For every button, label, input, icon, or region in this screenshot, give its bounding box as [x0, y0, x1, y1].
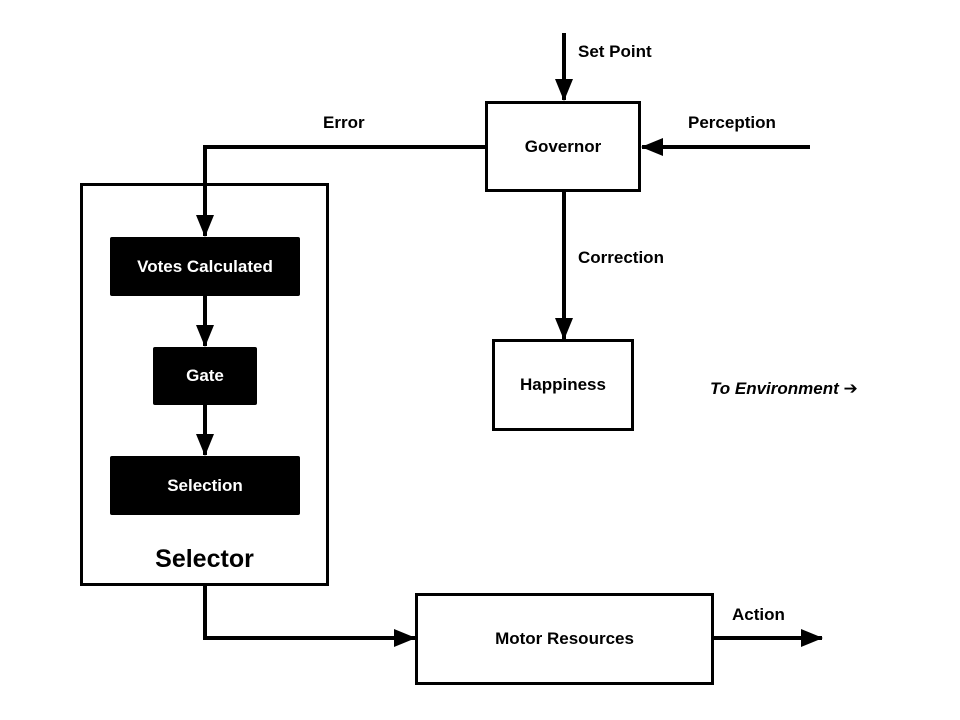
- happiness-label: Happiness: [520, 375, 606, 394]
- error-label: Error: [323, 113, 365, 132]
- gate-block: Gate: [153, 347, 257, 405]
- selector-frame: [80, 183, 329, 586]
- happiness-block: Happiness: [492, 339, 634, 431]
- votes-calculated-label: Votes Calculated: [137, 256, 273, 276]
- error-arrow: [196, 145, 486, 237]
- selector-title: Selector: [155, 545, 254, 573]
- selection-block: Selection: [110, 456, 300, 515]
- perception-label: Perception: [688, 113, 776, 132]
- to-environment-label: To Environment ➔: [710, 379, 858, 398]
- correction-label: Correction: [578, 248, 664, 267]
- motor-resources-block: Motor Resources: [415, 593, 714, 685]
- governor-label: Governor: [524, 136, 602, 156]
- motor-resources-label: Motor Resources: [495, 629, 634, 648]
- action-label: Action: [732, 605, 785, 624]
- gate-label: Gate: [186, 366, 224, 385]
- selection-label: Selection: [167, 475, 243, 495]
- set-point-label: Set Point: [578, 42, 652, 61]
- votes-calculated-block: Votes Calculated: [110, 237, 300, 296]
- governor-block: Governor: [485, 101, 641, 192]
- selector-to-motor-arrow: [203, 585, 416, 647]
